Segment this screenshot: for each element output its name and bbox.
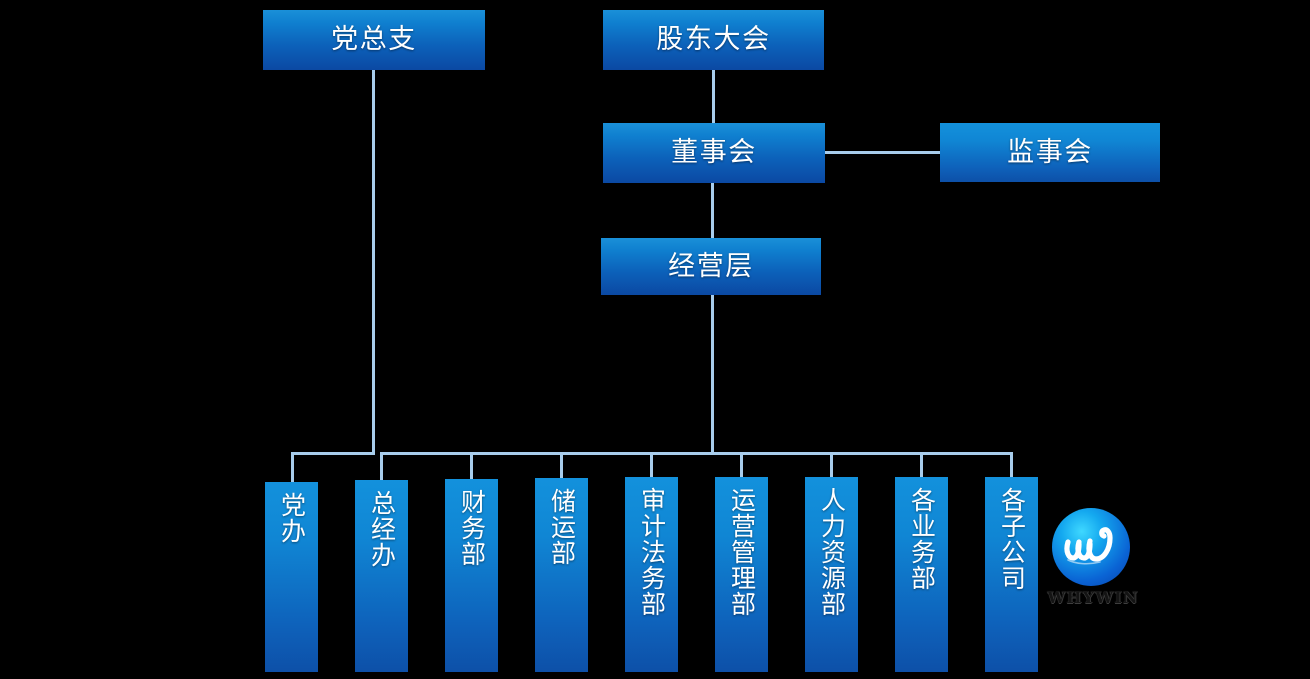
- node-shareholders-meeting-label: 股东大会: [656, 24, 771, 56]
- connector-drop-audit-legal: [650, 452, 653, 478]
- connector-party-branch-vertical: [372, 70, 375, 455]
- connector-department-bus: [380, 452, 1012, 455]
- node-board-of-directors-label: 董事会: [671, 137, 757, 169]
- node-board-of-supervisors-label: 监事会: [1007, 136, 1093, 168]
- node-party-office-label: 党办: [277, 492, 307, 544]
- node-human-resources-department-label: 人力资源部: [817, 487, 847, 617]
- node-party-branch-label: 党总支: [331, 24, 417, 56]
- node-subsidiaries-label: 各子公司: [997, 487, 1027, 591]
- node-finance-department-label: 财务部: [457, 489, 487, 567]
- node-management-layer-label: 经营层: [668, 250, 754, 282]
- connector-drop-human-resources: [830, 452, 833, 478]
- node-finance-department[interactable]: 财务部: [445, 479, 498, 672]
- node-human-resources-department[interactable]: 人力资源部: [805, 477, 858, 672]
- node-audit-legal-department-label: 审计法务部: [637, 487, 667, 617]
- connector-drop-gm-office: [380, 452, 383, 481]
- node-general-manager-office-label: 总经办: [367, 490, 397, 568]
- connector-drop-business-units: [920, 452, 923, 478]
- connector-party-branch-horizontal: [291, 452, 375, 455]
- logo-w-script-icon: [1064, 527, 1113, 565]
- logo-wordmark: WHYWIN: [1047, 588, 1139, 607]
- node-business-departments[interactable]: 各业务部: [895, 477, 948, 672]
- node-board-of-directors[interactable]: 董事会: [603, 123, 825, 183]
- connector-management-trunk: [711, 295, 714, 455]
- node-operations-management-department[interactable]: 运营管理部: [715, 477, 768, 672]
- connector-drop-operations-mgmt: [740, 452, 743, 478]
- whywin-logo: WHYWIN: [1040, 508, 1146, 612]
- node-general-manager-office[interactable]: 总经办: [355, 480, 408, 672]
- node-party-branch[interactable]: 党总支: [263, 10, 485, 70]
- node-shareholders-meeting[interactable]: 股东大会: [603, 10, 824, 70]
- connector-board-to-management: [711, 183, 714, 239]
- node-management-layer[interactable]: 经营层: [601, 238, 821, 295]
- node-audit-legal-department[interactable]: 审计法务部: [625, 477, 678, 672]
- node-operations-management-department-label: 运营管理部: [727, 487, 757, 617]
- connector-drop-storage-transport: [560, 452, 563, 479]
- node-storage-transport-department[interactable]: 储运部: [535, 478, 588, 672]
- node-party-office[interactable]: 党办: [265, 482, 318, 672]
- node-storage-transport-department-label: 储运部: [547, 488, 577, 566]
- connector-shareholders-to-board: [712, 70, 715, 124]
- node-business-departments-label: 各业务部: [907, 487, 937, 591]
- connector-board-to-supervisors: [824, 151, 941, 154]
- connector-drop-finance: [470, 452, 473, 480]
- connector-drop-subsidiaries: [1010, 452, 1013, 478]
- node-subsidiaries[interactable]: 各子公司: [985, 477, 1038, 672]
- connector-party-office-drop: [291, 452, 294, 483]
- node-board-of-supervisors[interactable]: 监事会: [940, 123, 1160, 182]
